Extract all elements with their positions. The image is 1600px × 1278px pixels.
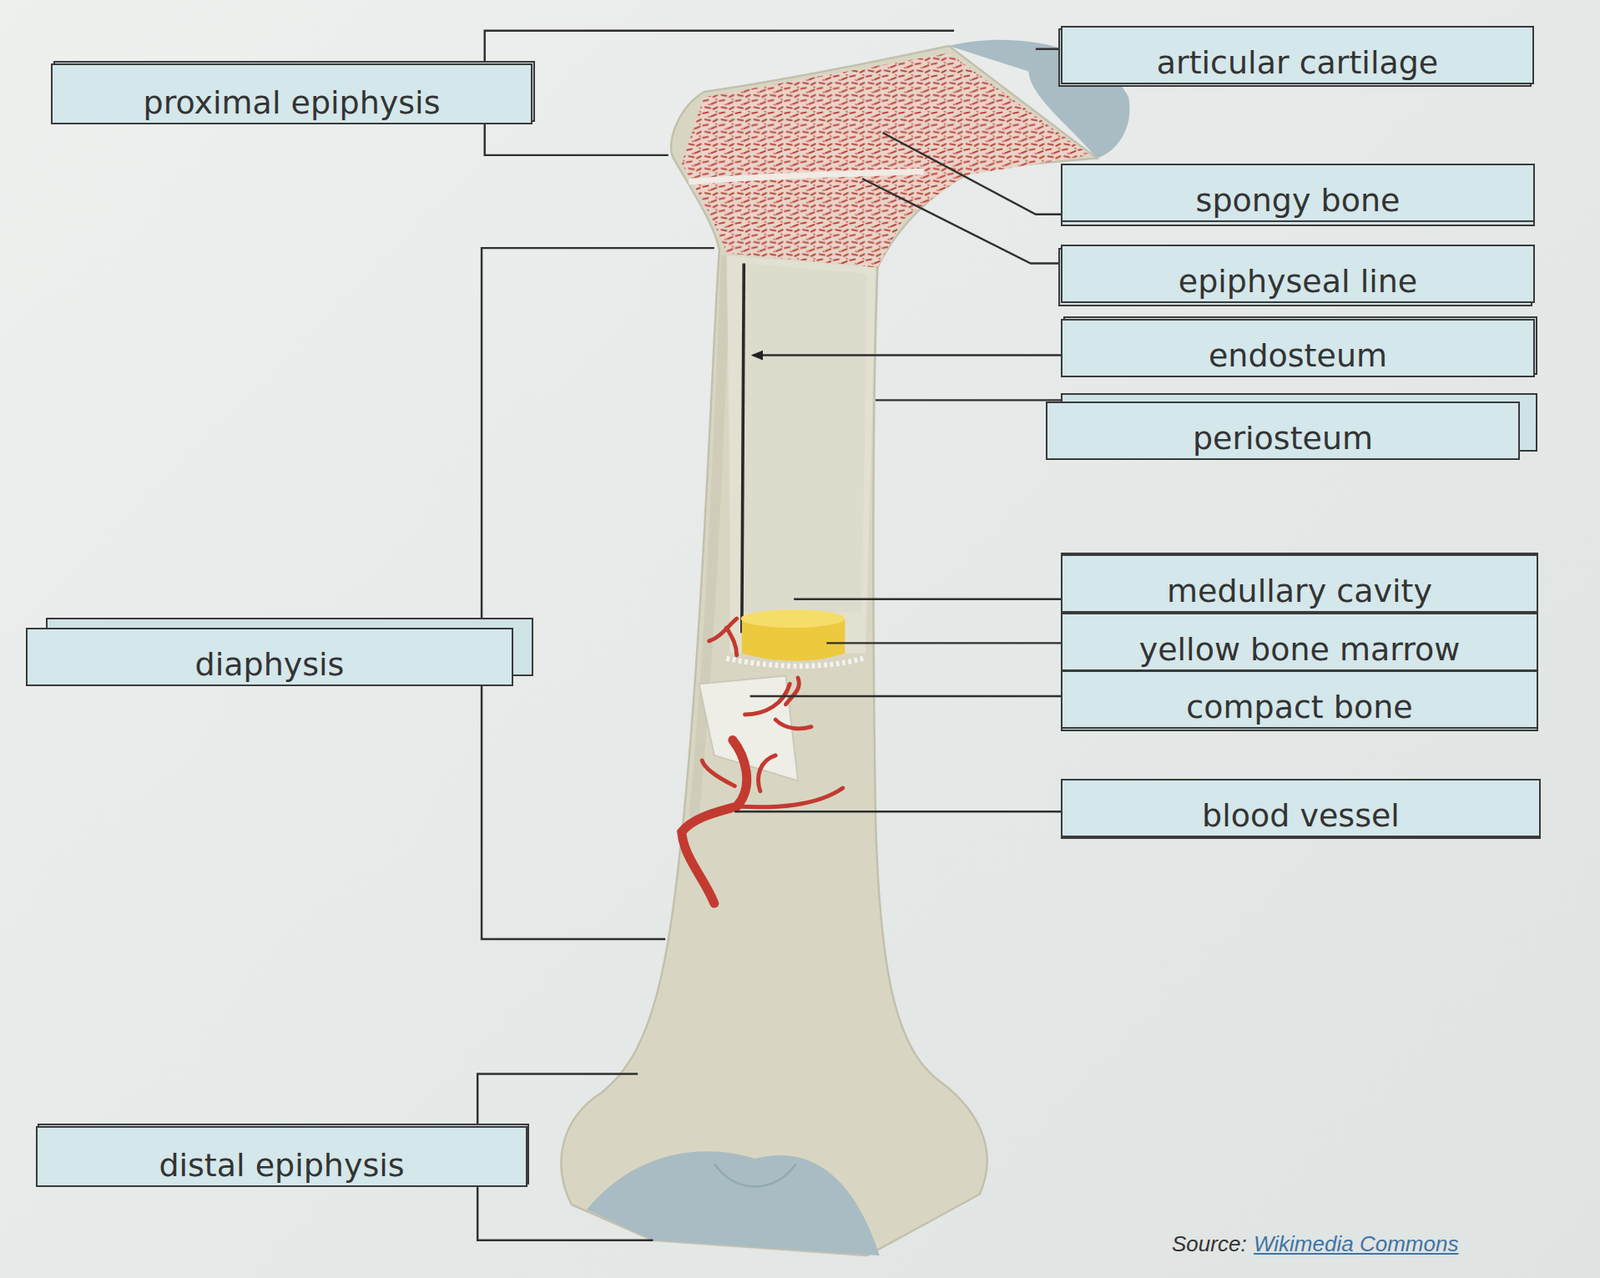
- label-text: periosteum: [1192, 421, 1373, 457]
- medullary-cavity: [742, 262, 868, 612]
- label-text: articular cartilage: [1156, 45, 1439, 81]
- label-box: articular cartilage: [1060, 25, 1535, 85]
- spongy-bone: [681, 53, 1091, 268]
- label-box: epiphyseal line: [1060, 244, 1535, 303]
- distal-groove: [714, 1163, 797, 1187]
- blood-vessel: [744, 677, 811, 729]
- leader-arrow: [752, 353, 1061, 356]
- label-box: spongy bone: [1060, 163, 1535, 223]
- source-link: Wikimedia Commons: [1253, 1231, 1459, 1257]
- label-box: proximal epiphysis: [50, 63, 533, 125]
- epiphyseal-line: [688, 171, 924, 182]
- blood-vessel-group: [681, 618, 843, 904]
- leader-line: [793, 598, 1061, 601]
- blood-vessel: [701, 755, 843, 808]
- leader-line: [875, 398, 1062, 401]
- label-box: endosteum: [1060, 318, 1535, 378]
- label-text: epiphyseal line: [1178, 264, 1418, 300]
- label-text: endosteum: [1208, 338, 1388, 374]
- label-text: diaphysis: [195, 647, 345, 683]
- bracket: [484, 30, 954, 156]
- leader-line: [734, 810, 1061, 813]
- bracket: [481, 247, 715, 939]
- marrow-cut-edge: [726, 658, 864, 667]
- label-text: medullary cavity: [1166, 574, 1433, 610]
- leader-line: [1035, 47, 1062, 50]
- leader-lines: [477, 30, 1061, 1241]
- label-box: diaphysis: [25, 627, 514, 687]
- label-box: yellow bone marrow: [1060, 612, 1539, 672]
- blood-vessel: [681, 740, 748, 904]
- endosteum-line: [741, 262, 744, 633]
- label-box: compact bone: [1060, 670, 1539, 729]
- label-text: blood vessel: [1201, 798, 1400, 834]
- yellow-marrow-top: [741, 609, 846, 628]
- leader-line: [862, 178, 1061, 263]
- leader-line: [750, 695, 1062, 697]
- label-text: proximal epiphysis: [143, 85, 441, 122]
- label-box: distal epiphysis: [35, 1125, 528, 1187]
- source-note: Source:: [1171, 1231, 1247, 1257]
- label-text: compact bone: [1186, 690, 1413, 726]
- label-box: blood vessel: [1060, 778, 1541, 838]
- leader-line: [826, 641, 1061, 644]
- blood-vessel: [709, 618, 737, 656]
- label-text: yellow bone marrow: [1139, 632, 1461, 668]
- bone-outline: [560, 45, 1097, 1256]
- label-box: medullary cavity: [1060, 554, 1539, 613]
- label-box: periosteum: [1045, 401, 1520, 460]
- shaft-cutaway: [726, 255, 875, 654]
- label-text: spongy bone: [1196, 183, 1401, 219]
- label-text: distal epiphysis: [158, 1148, 404, 1184]
